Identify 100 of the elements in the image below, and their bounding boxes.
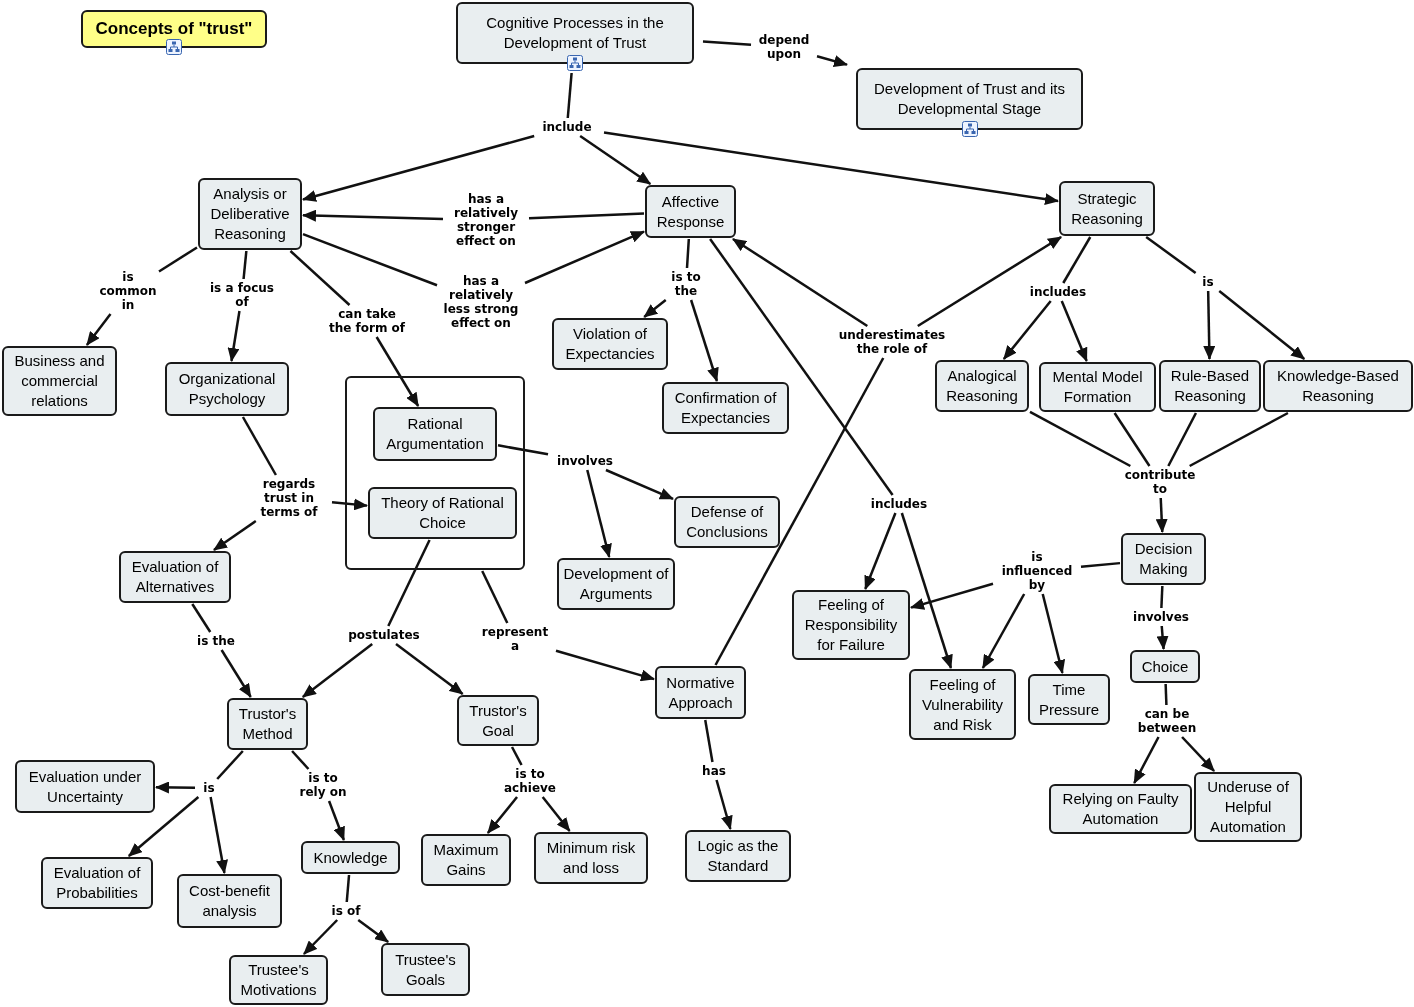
- arrow: [128, 796, 200, 857]
- concept-box: [1130, 650, 1200, 683]
- arrow: [155, 781, 195, 794]
- connector-line: [387, 539, 431, 627]
- concept-label: Confirmation of Expectancies: [673, 388, 778, 428]
- arrow: [357, 919, 389, 943]
- arrow: [1203, 290, 1216, 360]
- concept-box: [81, 10, 267, 48]
- arrow: [220, 649, 252, 698]
- concept-box: [935, 360, 1029, 412]
- connector-line: [291, 750, 310, 770]
- concept-box: [227, 698, 308, 750]
- concept-box: [655, 666, 746, 719]
- concept-box: [1049, 784, 1192, 834]
- concept-label: Concepts of "trust": [95, 19, 253, 39]
- connector-line: [242, 250, 248, 280]
- arrow: [917, 235, 1062, 328]
- arrow: [375, 336, 420, 407]
- connector-line: [216, 750, 244, 780]
- concept-box: [457, 695, 539, 746]
- connector-line: [191, 603, 212, 633]
- concept-label: Defense of Conclusions: [685, 502, 769, 542]
- concept-label: Analogical Reasoning: [945, 366, 1019, 406]
- concept-label: Rule-Based Reasoning: [1169, 366, 1251, 406]
- arrow: [579, 134, 652, 186]
- concept-label: Cognitive Processes in the Development of Trust: [485, 13, 665, 53]
- concept-box: [41, 857, 153, 909]
- concept-box: [674, 496, 780, 548]
- concept-label: Underuse of Helpful Automation: [1206, 777, 1290, 837]
- concept-box: [856, 68, 1083, 130]
- concept-box: [1159, 360, 1261, 412]
- arrow: [555, 649, 655, 682]
- connector-line: [1145, 236, 1197, 274]
- connector-line: [302, 233, 438, 287]
- concept-label: Maximum Gains: [432, 840, 500, 880]
- concept-label: Choice: [1141, 656, 1189, 677]
- concept-box: [2, 346, 117, 416]
- arrow: [327, 800, 346, 841]
- arrow: [1133, 736, 1160, 784]
- arrow: [715, 779, 733, 830]
- connector-line: [1189, 411, 1289, 468]
- concept-label: Trustee's Goals: [394, 949, 457, 990]
- arrow: [524, 230, 645, 285]
- arrow: [643, 299, 667, 318]
- linking-phrase: is common in: [99, 270, 157, 312]
- arrow: [303, 919, 339, 955]
- arrow: [1060, 300, 1088, 362]
- concept-label: Evaluation of Alternatives: [130, 557, 220, 597]
- concept-box: [557, 558, 675, 610]
- concept-box: [1028, 674, 1110, 725]
- concept-label: Minimum risk and loss: [545, 838, 637, 878]
- arrow: [605, 468, 674, 500]
- concept-box: [119, 551, 231, 603]
- concept-label: Affective Response: [655, 191, 726, 232]
- arrow: [227, 310, 241, 362]
- connector-line: [1160, 585, 1164, 609]
- concept-box: [381, 943, 470, 996]
- concept-box: [685, 830, 791, 882]
- connector-line: [528, 212, 645, 220]
- concept-box: [1059, 181, 1155, 236]
- concept-label: Feeling of Vulnerability and Risk: [920, 674, 1005, 735]
- arrow: [864, 512, 897, 590]
- concept-label: Relying on Faulty Automation: [1061, 789, 1180, 829]
- arrow: [395, 643, 464, 695]
- arrow: [900, 512, 953, 669]
- arrow: [586, 469, 612, 558]
- concept-box: [552, 318, 668, 370]
- arrow: [1002, 300, 1052, 360]
- concept-box: [229, 955, 328, 1005]
- concept-box: [368, 487, 517, 539]
- arrow: [213, 519, 257, 552]
- connector-line: [1167, 412, 1198, 467]
- connector-line: [497, 444, 549, 456]
- arrow: [1155, 497, 1168, 533]
- concept-label: Feeling of Responsibility for Failure: [803, 595, 899, 655]
- concept-label: Business and commercial relations: [13, 351, 106, 411]
- arrow: [85, 313, 112, 346]
- arrow: [1156, 625, 1169, 650]
- concept-label: Violation of Expectancies: [564, 324, 656, 364]
- connector-line: [1062, 236, 1092, 284]
- concept-label: Organizational Psychology: [177, 369, 277, 409]
- arrow: [302, 134, 535, 202]
- connector-line: [702, 40, 752, 47]
- arrow: [816, 55, 848, 67]
- concept-label: Knowledge: [313, 847, 388, 868]
- concept-box: [662, 382, 789, 434]
- concept-label: Development of Trust and its Developmental Stage: [873, 79, 1066, 119]
- concept-label: Trustor's Method: [237, 704, 298, 744]
- concept-label: Evaluation of Probabilities: [52, 863, 142, 903]
- concept-label: Trustor's Goal: [468, 700, 528, 741]
- arrow: [1218, 290, 1306, 360]
- concept-label: Strategic Reasoning: [1070, 188, 1144, 229]
- connector-line: [1029, 410, 1131, 468]
- connector-line: [345, 874, 351, 903]
- concept-box: [909, 669, 1016, 740]
- concept-box: [421, 834, 511, 886]
- concept-label: Cost-benefit analysis: [188, 881, 271, 921]
- connector-line: [685, 238, 691, 269]
- concept-label: Rational Argumentation: [385, 414, 485, 454]
- concept-box: [1121, 533, 1206, 585]
